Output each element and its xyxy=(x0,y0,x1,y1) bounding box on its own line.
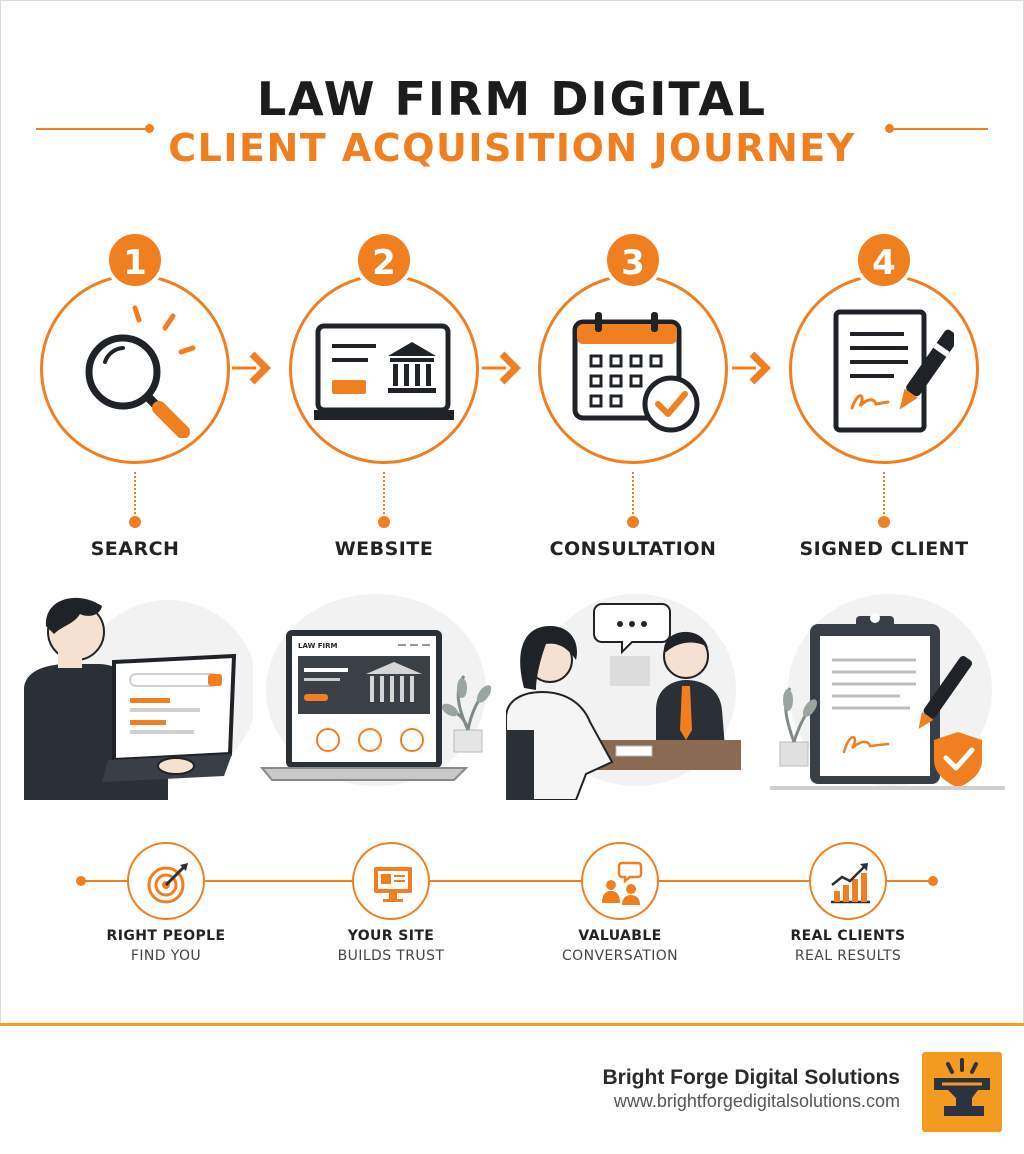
step-connector xyxy=(632,472,634,514)
step-connector xyxy=(383,472,385,514)
benefit-title: RIGHT PEOPLE xyxy=(106,928,226,944)
scene-person-searching xyxy=(24,597,253,800)
chevron-right-icon xyxy=(482,351,521,385)
target-icon xyxy=(147,863,188,904)
scene-law-firm-website: LAW FIRM xyxy=(259,594,492,786)
step-search: 1 SEARCH xyxy=(35,228,235,560)
title-rule-right xyxy=(888,128,988,130)
step-website: 2 WEBSITE xyxy=(284,228,484,560)
benefit-valuable-conversation: VALUABLE CONVERSATION xyxy=(510,842,730,972)
footer-divider xyxy=(0,1023,1024,1026)
step-signed-client: 4 SIGNED CLIENT xyxy=(784,228,984,560)
chevron-right-icon xyxy=(232,351,271,385)
benefit-subtitle: REAL RESULTS xyxy=(794,948,902,964)
benefit-icon-circle xyxy=(127,842,205,920)
step-connector xyxy=(883,472,885,514)
scene-consultation-meeting xyxy=(506,594,741,800)
step-number-badge: 4 xyxy=(854,230,914,290)
step-connector xyxy=(134,472,136,514)
benefit-title: REAL CLIENTS xyxy=(790,928,906,944)
benefit-title: YOUR SITE xyxy=(347,928,435,944)
step-connector-dot xyxy=(878,516,890,528)
step-connector-dot xyxy=(378,516,390,528)
company-name: Bright Forge Digital Solutions xyxy=(602,1066,901,1089)
step-label: SIGNED CLIENT xyxy=(799,538,969,560)
scene-signed-contract xyxy=(770,594,1005,790)
benefits-timeline-start xyxy=(76,876,86,886)
chevron-right-icon xyxy=(732,351,771,385)
chat-people-icon xyxy=(602,861,643,905)
title-rule-dot-left xyxy=(145,124,154,133)
benefit-subtitle: BUILDS TRUST xyxy=(337,948,445,964)
company-url[interactable]: www.brightforgedigitalsolutions.com xyxy=(613,1091,900,1111)
benefit-site-trust: YOUR SITE BUILDS TRUST xyxy=(281,842,501,972)
laptop-courthouse-icon xyxy=(314,323,454,420)
step-label: WEBSITE xyxy=(334,538,434,560)
step-connector-dot xyxy=(129,516,141,528)
step-label: SEARCH xyxy=(90,538,180,560)
growth-chart-icon xyxy=(831,863,870,904)
benefit-real-results: REAL CLIENTS REAL RESULTS xyxy=(738,842,958,972)
anvil-logo-icon xyxy=(922,1052,1002,1132)
benefit-right-people: RIGHT PEOPLE FIND YOU xyxy=(56,842,276,972)
page-title: LAW FIRM DIGITAL xyxy=(256,72,768,126)
benefit-icon-circle xyxy=(352,842,430,920)
magnifier-icon xyxy=(85,305,196,438)
page-subtitle: CLIENT ACQUISITION JOURNEY xyxy=(168,126,856,170)
benefit-subtitle: CONVERSATION xyxy=(561,948,679,964)
title-rule-dot-right xyxy=(885,124,894,133)
benefit-icon-circle xyxy=(581,842,659,920)
step-label: CONSULTATION xyxy=(549,538,717,560)
step-number-badge: 2 xyxy=(354,230,414,290)
website-brand-text: LAW FIRM xyxy=(298,642,337,650)
benefit-subtitle: FIND YOU xyxy=(130,948,202,964)
monitor-icon xyxy=(374,867,412,902)
benefit-title: VALUABLE xyxy=(578,928,662,944)
contract-pen-icon xyxy=(833,309,954,433)
step-number-badge: 3 xyxy=(603,230,663,290)
step-connector-dot xyxy=(627,516,639,528)
benefits-timeline-end xyxy=(928,876,938,886)
benefits-timeline xyxy=(80,880,932,882)
title-rule-left xyxy=(36,128,148,130)
step-number-badge: 1 xyxy=(105,230,165,290)
benefit-icon-circle xyxy=(809,842,887,920)
step-consultation: 3 CONSULTATION xyxy=(533,228,733,560)
calendar-check-icon xyxy=(572,312,700,433)
